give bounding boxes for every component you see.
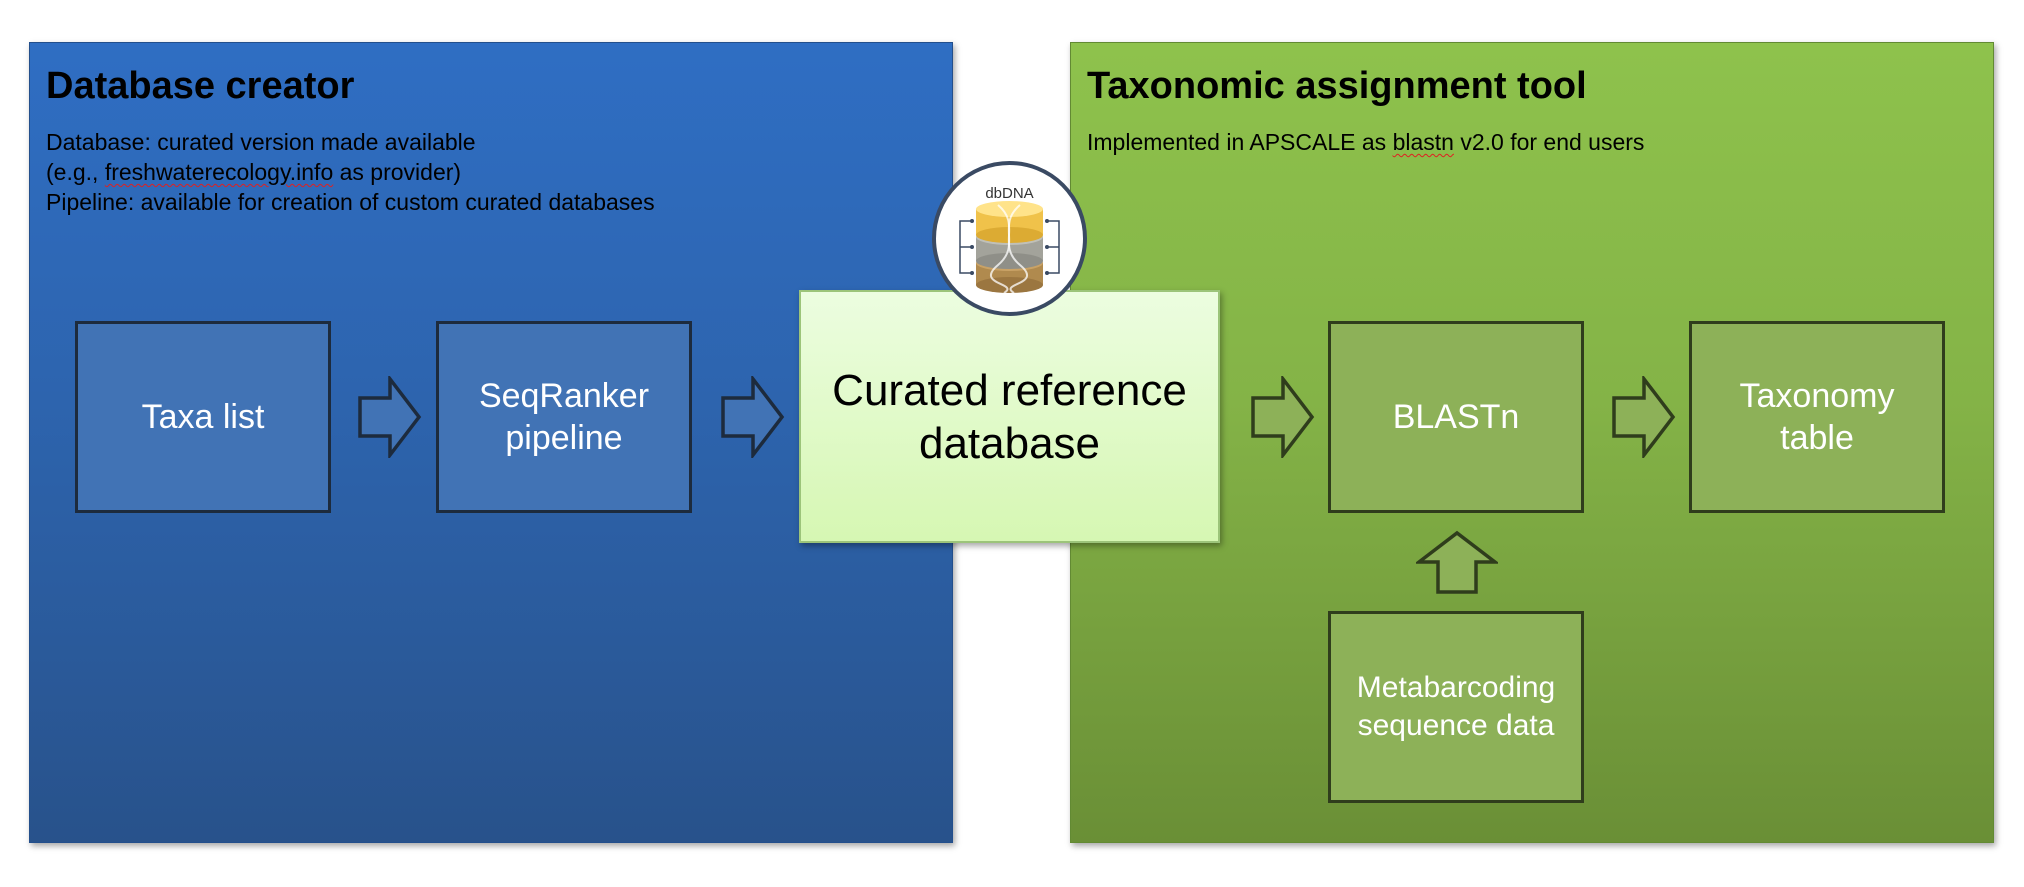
desc-line: Database: curated version made available bbox=[46, 129, 476, 155]
node-label: BLASTn bbox=[1392, 398, 1520, 436]
taxa-list-node: Taxa list bbox=[75, 321, 331, 513]
arrow-right-icon bbox=[358, 376, 422, 458]
arrow-right-icon bbox=[1251, 376, 1315, 458]
desc-line: (e.g., freshwaterecology.info as provide… bbox=[46, 157, 655, 187]
dbdna-logo: dbDNA bbox=[932, 161, 1087, 316]
node-label: Taxa list bbox=[141, 398, 265, 436]
panel-title: Database creator bbox=[46, 65, 355, 107]
desc-text: as provider) bbox=[333, 159, 462, 185]
seqranker-pipeline-node: SeqRanker pipeline bbox=[436, 321, 692, 513]
curated-reference-database-node: Curated reference database bbox=[799, 290, 1220, 543]
desc-line: Implemented in APSCALE as blastn v2.0 fo… bbox=[1087, 127, 1644, 157]
panel-title: Taxonomic assignment tool bbox=[1087, 65, 1587, 107]
logo-label: dbDNA bbox=[985, 185, 1034, 202]
node-label-line: Taxonomy bbox=[1739, 377, 1895, 415]
taxonomy-table-node: Taxonomy table bbox=[1689, 321, 1945, 513]
node-label: SeqRanker pipeline bbox=[479, 375, 649, 459]
desc-text: Implemented in APSCALE as bbox=[1087, 129, 1393, 155]
arrow-right-icon bbox=[721, 376, 785, 458]
database-dna-icon bbox=[959, 201, 1060, 294]
desc-text: (e.g., bbox=[46, 159, 105, 185]
arrow-right-icon bbox=[1612, 376, 1676, 458]
provider-link: freshwaterecology.info bbox=[104, 159, 334, 185]
node-label-line: Metabarcoding bbox=[1356, 671, 1556, 704]
node-label-line: Curated reference bbox=[832, 365, 1187, 415]
arrow-up-icon bbox=[1416, 530, 1498, 594]
metabarcoding-sequence-data-node: Metabarcoding sequence data bbox=[1328, 611, 1584, 803]
blastn-word: blastn bbox=[1392, 129, 1454, 155]
blastn-node: BLASTn bbox=[1328, 321, 1584, 513]
node-label: Metabarcoding sequence data bbox=[1357, 669, 1555, 745]
node-label-line: pipeline bbox=[505, 419, 623, 457]
node-label: Taxonomy table bbox=[1740, 375, 1895, 459]
node-label-line: SeqRanker bbox=[478, 377, 650, 415]
panel-description: Implemented in APSCALE as blastn v2.0 fo… bbox=[1087, 127, 1644, 157]
desc-text: v2.0 for end users bbox=[1453, 129, 1645, 155]
node-label: Curated reference database bbox=[832, 364, 1187, 470]
panel-description: Database: curated version made available… bbox=[46, 127, 655, 217]
node-label-line: database bbox=[918, 418, 1101, 468]
node-label-line: table bbox=[1780, 419, 1854, 457]
node-label-line: sequence data bbox=[1357, 709, 1555, 742]
desc-line: Pipeline: available for creation of cust… bbox=[46, 189, 655, 215]
